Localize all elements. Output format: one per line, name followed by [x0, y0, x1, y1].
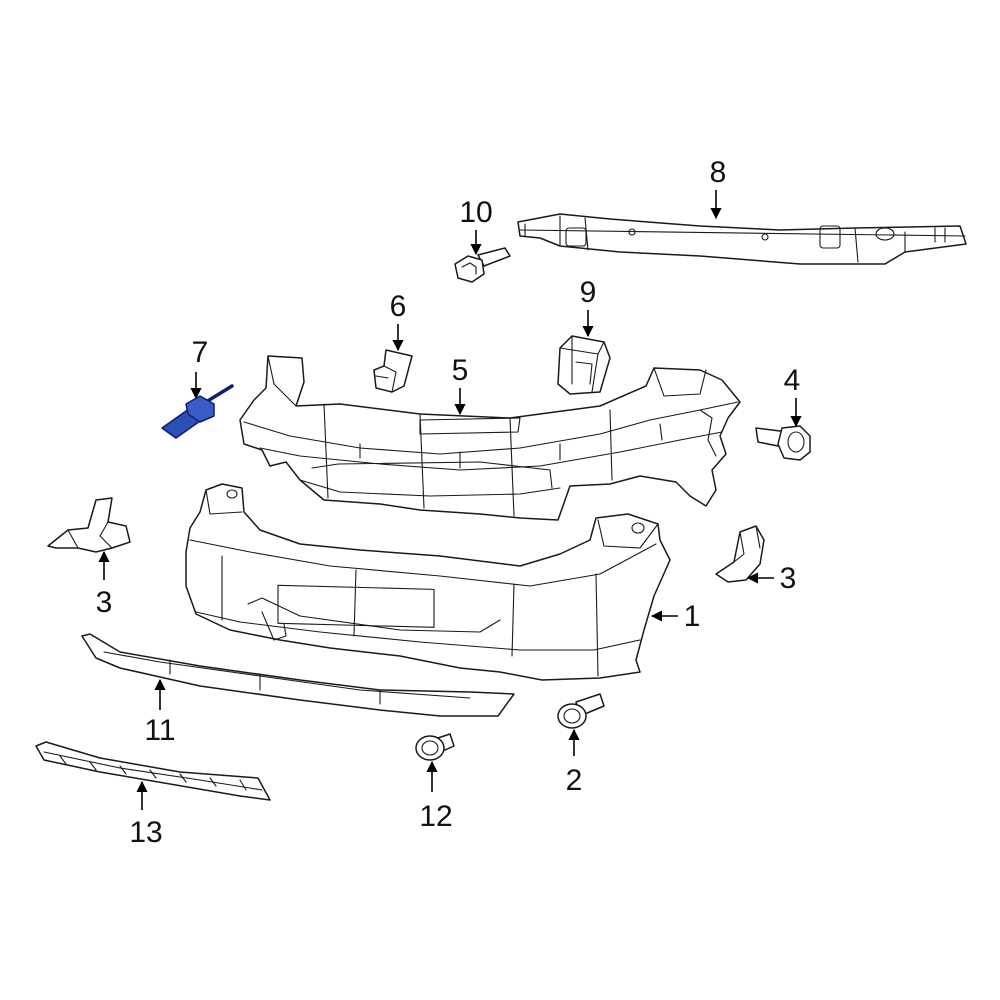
callout-9: 9: [580, 276, 597, 309]
callout-4: 4: [784, 364, 801, 397]
callout-2: 2: [566, 764, 583, 797]
part-1-bumper-cover[interactable]: [185, 483, 671, 681]
callout-8: 8: [710, 156, 727, 189]
part-3-bracket-left[interactable]: [47, 497, 131, 553]
callout-labels: 8 10 6 9 5 4 7 3 3 1 11 2 12 13: [96, 156, 801, 849]
part-13-trim-strip[interactable]: [35, 741, 271, 801]
callout-7: 7: [192, 336, 209, 369]
part-9-module[interactable]: [557, 335, 611, 395]
part-11-valance[interactable]: [81, 633, 515, 717]
part-12-push-pin[interactable]: [415, 733, 455, 761]
callout-3-right: 3: [780, 562, 797, 595]
part-2-push-pin[interactable]: [557, 693, 605, 729]
part-5-absorber[interactable]: [239, 355, 741, 521]
callout-11: 11: [144, 714, 175, 747]
part-4-bolt[interactable]: [755, 425, 811, 461]
callout-6: 6: [390, 290, 407, 323]
part-3-bracket-right[interactable]: [715, 525, 765, 583]
callout-5: 5: [452, 354, 469, 387]
callout-12: 12: [419, 800, 452, 833]
part-6-clip[interactable]: [373, 349, 413, 393]
part-8-reinforcement-bar[interactable]: [517, 213, 967, 265]
part-10-bolt[interactable]: [454, 247, 511, 283]
callout-13: 13: [129, 816, 162, 849]
leader-lines: [98, 190, 802, 810]
part-7-pin[interactable]: [161, 384, 234, 439]
callout-10: 10: [459, 196, 492, 229]
callout-1: 1: [684, 600, 701, 633]
callout-3-left: 3: [96, 586, 113, 619]
